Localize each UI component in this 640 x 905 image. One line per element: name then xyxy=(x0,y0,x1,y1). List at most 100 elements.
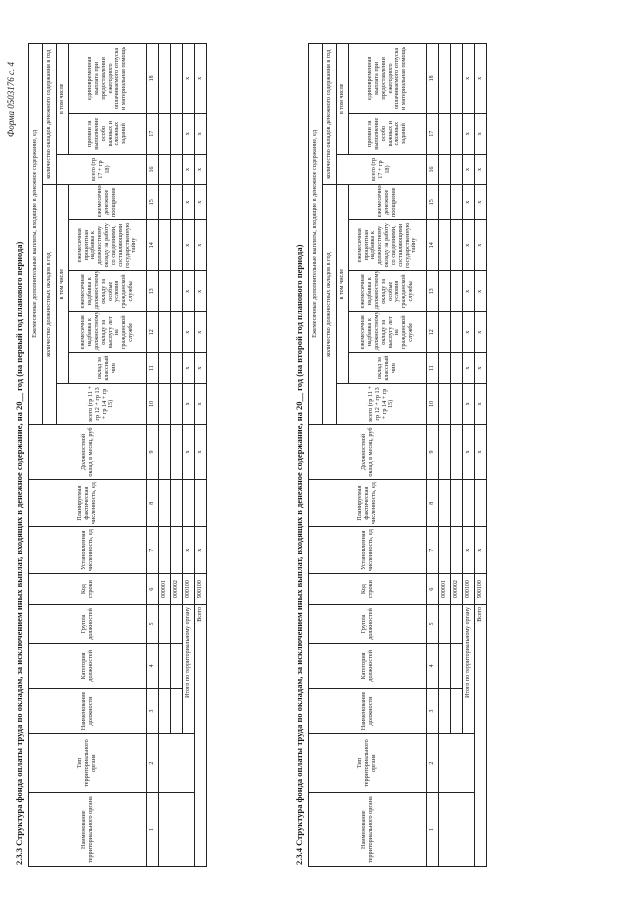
empty-cell xyxy=(474,479,487,527)
empty-cell xyxy=(438,792,475,867)
header-monthly-incentive: ежемесячное денежное поощрение xyxy=(348,184,427,220)
row-code-cell: 000100 xyxy=(462,573,475,605)
table-cell: x xyxy=(182,43,195,114)
header-allowances-per-year: количество окладов денежного содержания … xyxy=(42,43,57,185)
empty-cell xyxy=(170,604,183,644)
table-cell: 18 xyxy=(146,43,159,114)
table-cell: x xyxy=(182,424,195,480)
header-state-secret-bonus: ежемесячная процентная надбавка к должно… xyxy=(68,219,147,271)
empty-cell xyxy=(450,154,463,185)
empty-cell xyxy=(170,383,183,425)
row-code-cell: 000001 xyxy=(438,573,451,605)
empty-cell xyxy=(158,733,195,793)
table-cell: 3 xyxy=(426,688,439,734)
table-cell: x xyxy=(182,383,195,425)
empty-cell xyxy=(158,184,171,220)
empty-cell xyxy=(438,383,451,425)
empty-cell xyxy=(182,479,195,527)
header-special-conditions-bonus: ежемесячная надбавка к должностному окла… xyxy=(348,270,427,312)
table-cell: x xyxy=(194,352,207,384)
empty-cell xyxy=(170,270,183,312)
table-cell: 11 xyxy=(426,352,439,384)
empty-cell xyxy=(450,479,463,527)
empty-cell xyxy=(170,311,183,353)
table-cell: x xyxy=(462,113,475,155)
table-cell: 2 xyxy=(146,733,159,793)
header-position-group: Группа должностей xyxy=(28,604,147,644)
header-row-code: Код строки xyxy=(308,573,427,605)
empty-cell xyxy=(462,479,475,527)
table-cell: x xyxy=(194,43,207,114)
table-cell: x xyxy=(474,383,487,425)
header-state-secret-bonus: ежемесячная процентная надбавка к должно… xyxy=(348,219,427,271)
empty-cell xyxy=(438,526,451,574)
table-cell: 3 xyxy=(146,688,159,734)
header-position-category: Категория должностей xyxy=(28,643,147,689)
table-cell: 9 xyxy=(146,424,159,480)
table-cell: x xyxy=(474,113,487,155)
empty-cell xyxy=(438,184,451,220)
empty-cell xyxy=(158,424,171,480)
table-cell: 7 xyxy=(426,526,439,574)
empty-cell xyxy=(438,154,451,185)
table-cell: x xyxy=(194,219,207,271)
table-cell: 4 xyxy=(146,643,159,689)
table-row: 000001 xyxy=(438,43,475,867)
header-salaries-per-year: количество должностных окладов в год xyxy=(322,184,337,425)
table-cell: x xyxy=(462,311,475,353)
header-monthly-incentive: ежемесячное денежное поощрение xyxy=(68,184,147,220)
table-cell: x xyxy=(474,270,487,312)
table-cell: x xyxy=(182,270,195,312)
table-cell: x xyxy=(462,383,475,425)
table-cell: x xyxy=(462,219,475,271)
table-cell: 8 xyxy=(426,479,439,527)
table-cell: 6 xyxy=(426,573,439,605)
empty-cell xyxy=(170,352,183,384)
row-code-cell: 900100 xyxy=(474,573,487,605)
table-cell: 17 xyxy=(426,113,439,155)
empty-cell xyxy=(450,311,463,353)
empty-cell xyxy=(158,113,171,155)
empty-cell xyxy=(170,43,183,114)
table-cell: x xyxy=(462,154,475,185)
empty-cell xyxy=(170,479,183,527)
header-salaries-including: в том числе xyxy=(336,184,349,384)
empty-cell xyxy=(158,526,171,574)
empty-cell xyxy=(450,352,463,384)
row-code-cell: 000002 xyxy=(170,573,183,605)
table-cell: 15 xyxy=(426,184,439,220)
header-monthly-salary: Должностной оклад в месяц, руб xyxy=(308,424,427,480)
empty-cell xyxy=(158,219,171,271)
table-cell: 2 xyxy=(426,733,439,793)
subtotal-label: Итого по территориальному органу xyxy=(462,604,475,734)
header-planned-headcount: Планируемая фактическая численность, ед xyxy=(308,479,427,527)
header-salaries-total: всего (гр 11 + гр 12 + гр 13 + гр 14 + г… xyxy=(56,383,147,425)
table-cell: x xyxy=(474,526,487,574)
table-cell: x xyxy=(182,219,195,271)
table-cell: 12 xyxy=(146,311,159,353)
table-cell: x xyxy=(474,184,487,220)
header-additional-payments: Ежемесячные дополнительные выплаты, вход… xyxy=(308,43,323,425)
empty-cell xyxy=(450,424,463,480)
empty-cell xyxy=(450,43,463,114)
table-cell: 13 xyxy=(426,270,439,312)
empty-cell xyxy=(438,113,451,155)
header-salaries-total: всего (гр 11 + гр 12 + гр 13 + гр 14 + г… xyxy=(336,383,427,425)
table-cell: x xyxy=(194,526,207,574)
empty-cell xyxy=(158,383,171,425)
table-cell: 10 xyxy=(426,383,439,425)
empty-cell xyxy=(450,113,463,155)
empty-cell xyxy=(438,270,451,312)
header-special-conditions-bonus: ежемесячная надбавка к должностному окла… xyxy=(68,270,147,312)
empty-cell xyxy=(438,424,451,480)
empty-cell xyxy=(194,479,207,527)
empty-cell xyxy=(450,219,463,271)
pay-fund-table-second-year: Наименование территориального органа Тип… xyxy=(308,43,487,867)
table-cell: 9 xyxy=(426,424,439,480)
empty-cell xyxy=(450,688,463,734)
empty-cell xyxy=(438,352,451,384)
table-cell: x xyxy=(474,311,487,353)
section-title-2-3-3: 2.3.3 Структура фонда оплаты труда по ок… xyxy=(14,241,24,865)
